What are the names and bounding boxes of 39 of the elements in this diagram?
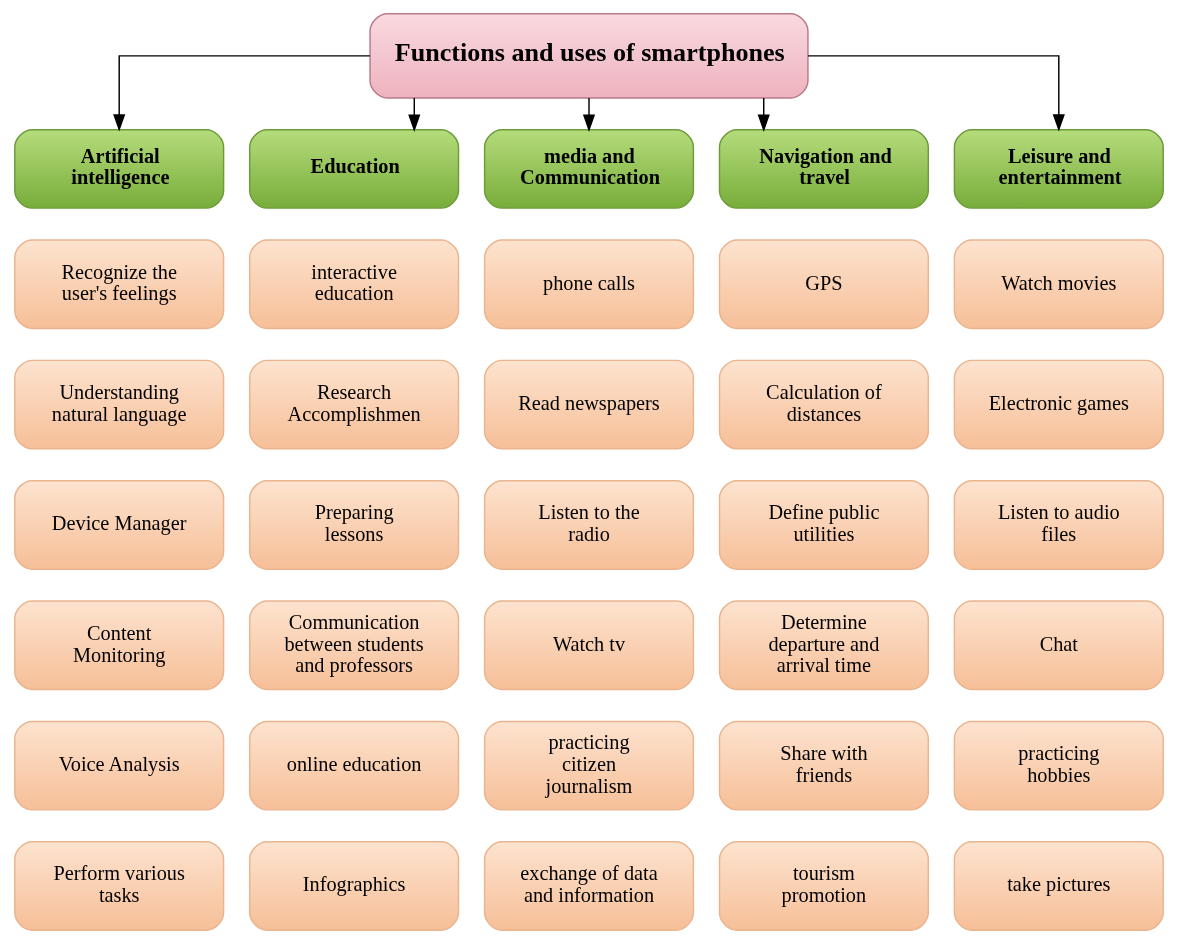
node-box: Determine departure and arrival time bbox=[718, 600, 930, 691]
node-box: Research Accomplishmen bbox=[248, 359, 460, 450]
node-box: Communication between students and professors bbox=[248, 600, 460, 691]
node-box: Understanding natural language bbox=[14, 359, 225, 450]
node-box: take pictures bbox=[953, 841, 1164, 931]
node-box: Voice Analysis bbox=[14, 720, 225, 811]
node-box: Content Monitoring bbox=[14, 600, 225, 691]
node-box: online education bbox=[248, 720, 460, 811]
node-box: Watch movies bbox=[953, 239, 1164, 330]
arrow bbox=[807, 55, 1065, 132]
node-box: GPS bbox=[718, 239, 930, 330]
node-box: Leisure and entertainment bbox=[953, 129, 1164, 209]
node-box: phone calls bbox=[483, 239, 695, 330]
node-box: Perform various tasks bbox=[14, 841, 225, 931]
node-box: Listen to the radio bbox=[483, 479, 695, 570]
arrow bbox=[113, 55, 371, 132]
node-box: Education bbox=[248, 129, 460, 209]
node-box: Watch tv bbox=[483, 600, 695, 691]
node-box: exchange of data and information bbox=[483, 841, 695, 931]
node-box: media and Communication bbox=[483, 129, 695, 209]
node-box: practicing citizen journalism bbox=[483, 720, 695, 811]
node-box: Functions and uses of smartphones bbox=[369, 13, 809, 99]
node-box: Artificial intelligence bbox=[14, 129, 225, 209]
node-box: Chat bbox=[953, 600, 1164, 691]
node-box: practicing hobbies bbox=[953, 720, 1164, 811]
node-box: Recognize the user's feelings bbox=[14, 239, 225, 330]
node-box: Calculation of distances bbox=[718, 359, 930, 450]
node-box: Read newspapers bbox=[483, 359, 695, 450]
node-box: Define public utilities bbox=[718, 479, 930, 570]
node-box: Listen to audio files bbox=[953, 479, 1164, 570]
node-box: Device Manager bbox=[14, 479, 225, 570]
arrow bbox=[582, 97, 596, 132]
node-box: Navigation and travel bbox=[718, 129, 930, 209]
node-box: Infographics bbox=[248, 841, 460, 931]
node-box: tourism promotion bbox=[718, 841, 930, 931]
node-box: interactive education bbox=[248, 239, 460, 330]
node-box: Share with friends bbox=[718, 720, 930, 811]
node-box: Preparing lessons bbox=[248, 479, 460, 570]
node-box: Electronic games bbox=[953, 359, 1164, 450]
